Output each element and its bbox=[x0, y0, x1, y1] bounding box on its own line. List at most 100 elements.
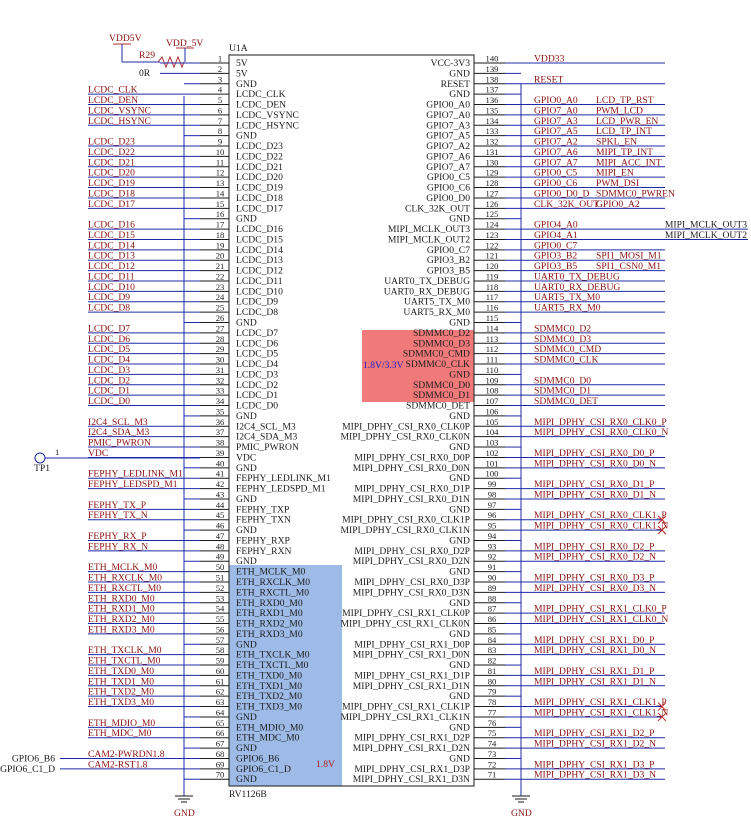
gnd-symbol-right: GND bbox=[511, 84, 532, 819]
net-label: ETH_RXD0_M0 bbox=[88, 593, 155, 604]
pin-number: 81 bbox=[488, 666, 497, 676]
net-alt-label: PWM_DSI bbox=[596, 178, 639, 189]
pin-name: LCDC_D19 bbox=[236, 183, 283, 194]
net-label: ETH_TXD0_M0 bbox=[88, 666, 154, 677]
net-label: MIPI_DPHY_CSI_RX1_D3_N bbox=[534, 770, 656, 781]
net-label: GPIO0_A0 bbox=[534, 95, 578, 106]
pin-name: GND bbox=[236, 214, 257, 225]
pin-number: 65 bbox=[216, 718, 225, 728]
pin-number: 112 bbox=[486, 344, 499, 354]
pin-name: GND bbox=[449, 442, 470, 453]
pin-name: ETH_TXD3_M0 bbox=[236, 702, 302, 713]
pin-name: LCDC_D9 bbox=[236, 297, 278, 308]
net-label: FEPHY_RX_N bbox=[88, 541, 148, 552]
pin-number: 93 bbox=[488, 541, 497, 551]
pin-number: 105 bbox=[486, 417, 499, 427]
pin-name: MIPI_DPHY_CSI_RX0_CLK1N bbox=[340, 525, 470, 536]
net-label: LCDC_D15 bbox=[88, 230, 135, 241]
pin-name: FEPHY_RXN bbox=[236, 546, 292, 557]
net-alt-label: SPI1_CSN0_M1 bbox=[596, 261, 661, 272]
pin-name: ETH_RXD3_M0 bbox=[236, 629, 303, 640]
pin-number: 77 bbox=[488, 707, 497, 717]
pin-number: 50 bbox=[216, 562, 225, 572]
net-label: SDMMC0_D1 bbox=[534, 386, 591, 397]
pin-number: 97 bbox=[488, 500, 497, 510]
pin-number: 128 bbox=[486, 178, 499, 188]
pin-number: 46 bbox=[216, 521, 225, 531]
pin-number: 117 bbox=[486, 292, 499, 302]
pin-name: LCDC_D12 bbox=[236, 266, 283, 277]
pin-name: GND bbox=[449, 214, 470, 225]
vdd-5v-label: VDD_5V bbox=[166, 38, 203, 49]
pin-name: MIPI_DPHY_CSI_RX1_D3P bbox=[354, 764, 470, 775]
pin-name: SDMMC0_D0 bbox=[413, 380, 470, 391]
pin-name: PMIC_PWRON bbox=[236, 442, 299, 453]
pin-name: LCDC_D5 bbox=[236, 349, 278, 360]
pin-name: SDMMC0_CLK bbox=[405, 359, 470, 370]
net-label: LCDC_D1 bbox=[88, 386, 130, 397]
pin-name: MIPI_DPHY_CSI_RX0_D3P bbox=[354, 577, 470, 588]
pin-number: 4 bbox=[218, 85, 223, 95]
pin-number: 139 bbox=[486, 64, 499, 74]
pin-number: 24 bbox=[216, 292, 225, 302]
pin-name: LCDC_D21 bbox=[236, 162, 283, 173]
pin-number: 75 bbox=[488, 728, 497, 738]
pin-name: ETH_TXCTL_M0 bbox=[236, 660, 309, 671]
pin-number: 130 bbox=[486, 157, 499, 167]
net-label: UART0_RX_DEBUG bbox=[534, 282, 620, 293]
pin-number: 28 bbox=[216, 334, 225, 344]
net-label: LCDC_D18 bbox=[88, 188, 135, 199]
net-label: LCDC_D12 bbox=[88, 261, 135, 272]
net-label: ETH_RXD2_M0 bbox=[88, 614, 155, 625]
net-label: LCDC_D17 bbox=[88, 199, 135, 210]
pin-name: MIPI_DPHY_CSI_RX1_CLK1N bbox=[340, 712, 470, 723]
tp1-ref: TP1 bbox=[34, 463, 50, 474]
pin-name: GND bbox=[236, 525, 257, 536]
pin-name: MIPI_DPHY_CSI_RX0_D0N bbox=[353, 463, 470, 474]
pin-number: 96 bbox=[488, 510, 497, 520]
pin-number: 121 bbox=[486, 251, 499, 261]
pin-name: ETH_RXCTL_M0 bbox=[236, 587, 309, 598]
pin-number: 20 bbox=[216, 251, 225, 261]
pin-number: 6 bbox=[218, 105, 223, 115]
net-label: MIPI_DPHY_CSI_RX1_CLK1_N bbox=[534, 707, 668, 718]
pin-name: VDC bbox=[236, 452, 256, 463]
pin-name: GND bbox=[236, 463, 257, 474]
pin-number: 83 bbox=[488, 645, 497, 655]
pin-name: ETH_MCLK_M0 bbox=[236, 567, 305, 578]
pin-name: LCDC_D22 bbox=[236, 151, 283, 162]
pin-number: 42 bbox=[216, 479, 225, 489]
pin-number: 140 bbox=[486, 54, 499, 64]
pin-number: 100 bbox=[486, 469, 499, 479]
net-label: SDMMC0_D2 bbox=[534, 323, 591, 334]
pin-number: 25 bbox=[216, 303, 225, 313]
